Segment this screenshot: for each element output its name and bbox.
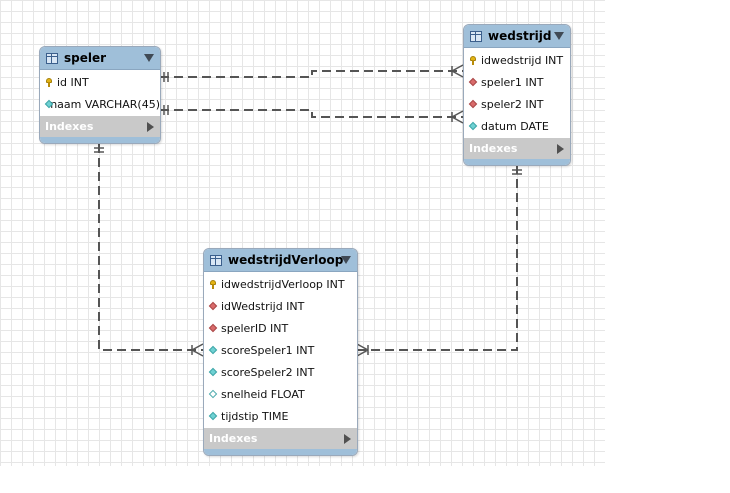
table-icon bbox=[210, 254, 222, 266]
table-header[interactable]: wedstrijd bbox=[464, 25, 570, 48]
column-row[interactable]: datum DATE bbox=[464, 115, 570, 137]
table-title: wedstrijd bbox=[488, 29, 552, 43]
column-list: id INT naam VARCHAR(45) bbox=[40, 70, 160, 116]
relationship-connectors bbox=[94, 64, 522, 357]
column-icon bbox=[209, 346, 218, 355]
foreign-key-icon bbox=[469, 78, 478, 87]
expand-arrow-icon[interactable] bbox=[147, 122, 154, 132]
indexes-section[interactable]: Indexes bbox=[40, 116, 160, 137]
column-label: idwedstrijdVerloop INT bbox=[221, 277, 345, 291]
foreign-key-icon bbox=[469, 100, 478, 109]
column-icon bbox=[209, 412, 218, 421]
column-label: datum DATE bbox=[481, 119, 549, 133]
column-list: idwedstrijd INT speler1 INT speler2 INT … bbox=[464, 48, 570, 138]
column-row[interactable]: spelerID INT bbox=[204, 317, 357, 339]
table-title: wedstrijdVerloop bbox=[228, 253, 344, 267]
indexes-section[interactable]: Indexes bbox=[204, 428, 357, 449]
collapse-arrow-icon[interactable] bbox=[554, 32, 564, 40]
column-row[interactable]: speler2 INT bbox=[464, 93, 570, 115]
expand-arrow-icon[interactable] bbox=[557, 144, 564, 154]
indexes-section[interactable]: Indexes bbox=[464, 138, 570, 159]
collapse-arrow-icon[interactable] bbox=[341, 256, 351, 264]
many-marker bbox=[451, 110, 464, 124]
table-wedstrijdverloop[interactable]: wedstrijdVerloop idwedstrijdVerloop INT … bbox=[203, 248, 358, 456]
column-icon bbox=[45, 100, 47, 109]
indexes-label: Indexes bbox=[469, 142, 518, 155]
relationship-wedstrijd-wedstrijdverloop bbox=[357, 165, 518, 351]
column-label: naam VARCHAR(45) bbox=[50, 97, 160, 111]
column-row[interactable]: id INT bbox=[40, 71, 160, 93]
table-footer bbox=[40, 137, 160, 143]
column-icon bbox=[209, 368, 218, 377]
column-row[interactable]: snelheid FLOAT bbox=[204, 383, 357, 405]
column-label: scoreSpeler1 INT bbox=[221, 343, 315, 357]
column-label: id INT bbox=[57, 75, 89, 89]
table-icon bbox=[470, 30, 482, 42]
column-label: snelheid FLOAT bbox=[221, 387, 305, 401]
collapse-arrow-icon[interactable] bbox=[144, 54, 154, 62]
column-row[interactable]: scoreSpeler2 INT bbox=[204, 361, 357, 383]
table-footer bbox=[464, 159, 570, 165]
primary-key-icon bbox=[45, 77, 54, 87]
one-marker bbox=[163, 105, 169, 115]
primary-key-icon bbox=[209, 279, 218, 289]
table-wedstrijd[interactable]: wedstrijd idwedstrijd INT speler1 INT sp… bbox=[463, 24, 571, 166]
column-row[interactable]: speler1 INT bbox=[464, 71, 570, 93]
many-marker bbox=[451, 64, 464, 78]
foreign-key-icon bbox=[209, 324, 218, 333]
column-row[interactable]: idWedstrijd INT bbox=[204, 295, 357, 317]
foreign-key-icon bbox=[209, 302, 218, 311]
relationship-speler-wedstrijd-2 bbox=[160, 109, 463, 118]
expand-arrow-icon[interactable] bbox=[344, 434, 351, 444]
column-row[interactable]: idwedstrijdVerloop INT bbox=[204, 273, 357, 295]
table-icon bbox=[46, 52, 58, 64]
column-label: speler1 INT bbox=[481, 75, 544, 89]
table-speler[interactable]: speler id INT naam VARCHAR(45) Indexes bbox=[39, 46, 161, 144]
column-row[interactable]: scoreSpeler1 INT bbox=[204, 339, 357, 361]
column-label: tijdstip TIME bbox=[221, 409, 289, 423]
column-icon bbox=[469, 122, 478, 131]
one-marker bbox=[94, 147, 104, 153]
table-header[interactable]: speler bbox=[40, 47, 160, 70]
primary-key-icon bbox=[469, 55, 478, 65]
nullable-column-icon bbox=[209, 390, 218, 399]
table-header[interactable]: wedstrijdVerloop bbox=[204, 249, 357, 272]
indexes-label: Indexes bbox=[209, 432, 258, 445]
many-marker bbox=[356, 343, 369, 357]
indexes-label: Indexes bbox=[45, 120, 94, 133]
table-title: speler bbox=[64, 51, 107, 65]
column-list: idwedstrijdVerloop INT idWedstrijd INT s… bbox=[204, 272, 357, 428]
column-label: speler2 INT bbox=[481, 97, 544, 111]
table-footer bbox=[204, 449, 357, 455]
one-marker bbox=[163, 72, 169, 82]
column-label: idwedstrijd INT bbox=[481, 53, 564, 67]
column-label: spelerID INT bbox=[221, 321, 289, 335]
column-row[interactable]: tijdstip TIME bbox=[204, 405, 357, 427]
column-label: idWedstrijd INT bbox=[221, 299, 305, 313]
one-marker bbox=[512, 169, 522, 175]
relationship-speler-wedstrijd-1 bbox=[160, 70, 463, 78]
relationship-speler-wedstrijdverloop bbox=[98, 144, 203, 351]
column-row[interactable]: idwedstrijd INT bbox=[464, 49, 570, 71]
column-row[interactable]: naam VARCHAR(45) bbox=[40, 93, 160, 115]
many-marker bbox=[191, 343, 204, 357]
column-label: scoreSpeler2 INT bbox=[221, 365, 315, 379]
